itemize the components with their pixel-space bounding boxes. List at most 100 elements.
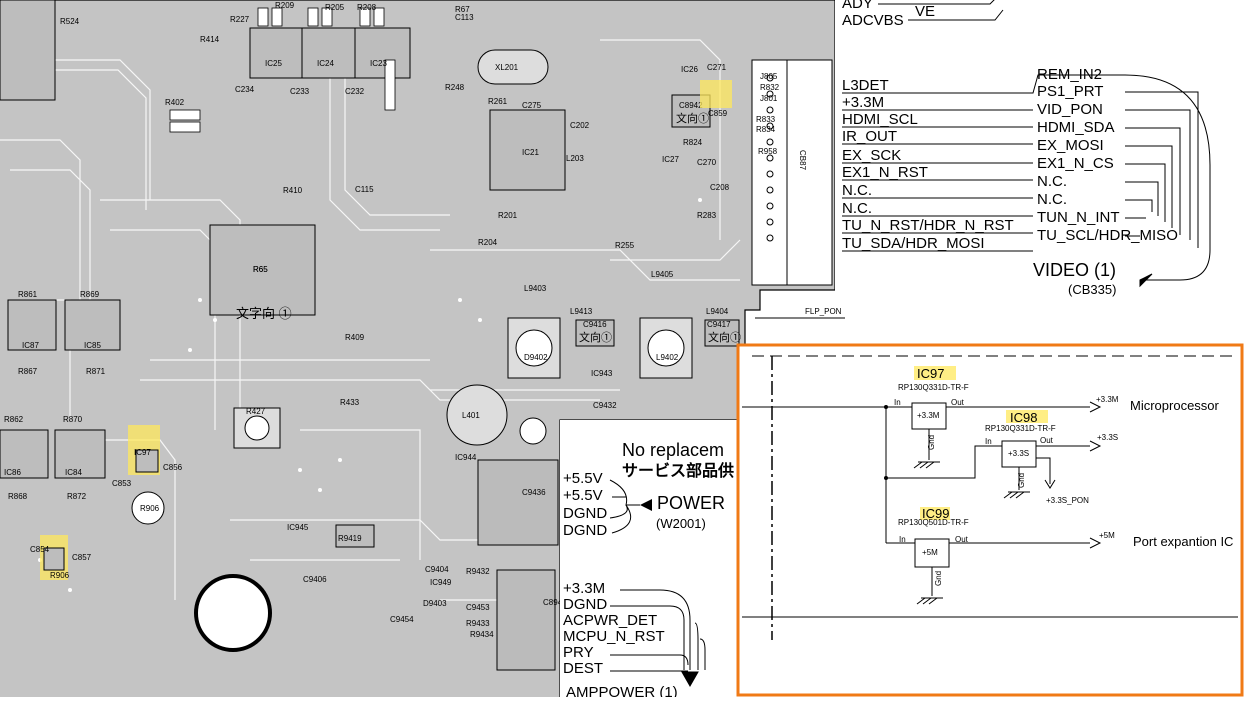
ref-label: R409: [345, 333, 365, 342]
ref-label: C9404: [425, 565, 449, 574]
right-signal-column: REM_IN2 PS1_PRT VID_PON HDMI_SDA EX_MOSI…: [1037, 66, 1178, 244]
ref-label: R227: [230, 15, 250, 24]
ic98-block: IC98 RP130Q331D-TR-F +3.3S In Out Gnd +3…: [985, 410, 1118, 505]
signal-label: EX_SCK: [842, 147, 901, 164]
ref-label: R65: [253, 265, 268, 274]
left-signal-column: L3DET +3.3M HDMI_SCL IR_OUT EX_SCK EX1_N…: [842, 77, 1014, 252]
signal-label: TU_N_RST/HDR_N_RST: [842, 217, 1014, 234]
ref-label: L9413: [570, 307, 593, 316]
pin-label: R958: [758, 147, 778, 156]
signal-label: HDMI_SDA: [1037, 119, 1115, 136]
ic-in: In: [894, 398, 901, 407]
ref-label: R414: [200, 35, 220, 44]
ref-label: IC25: [265, 59, 282, 68]
video-title: VIDEO (1): [1033, 260, 1116, 280]
ic-gnd: Gnd: [1017, 473, 1026, 488]
amp-dest-title: AMPPOWER (1): [566, 684, 678, 697]
ref-label: C859: [708, 109, 728, 118]
regulator-callout: IC97 RP130Q331D-TR-F +3.3M In Out Gnd +3…: [736, 343, 1244, 697]
ref-label: C233: [290, 87, 310, 96]
signal-label: N.C.: [842, 182, 872, 199]
ref-label: R906: [50, 571, 70, 580]
pin-label: R832: [760, 83, 780, 92]
ref-label: R209: [275, 1, 295, 10]
ref-label: IC87: [22, 341, 39, 350]
ref-label: L401: [462, 411, 480, 420]
signal-label: HDMI_SCL: [842, 111, 918, 128]
ref-label: C9406: [303, 575, 327, 584]
ref-label: R204: [478, 238, 498, 247]
pcb-board: [0, 0, 836, 697]
ref-label: C857: [72, 553, 92, 562]
ic-box: +3.3S: [1008, 449, 1029, 458]
signal-label: N.C.: [1037, 191, 1067, 208]
ref-label: C232: [345, 87, 365, 96]
ref-label: IC24: [317, 59, 334, 68]
ref-label: C854: [30, 545, 50, 554]
ref-label: C234: [235, 85, 255, 94]
ic-part: RP130Q331D-TR-F: [898, 383, 969, 392]
misc-label: 文向①: [676, 111, 709, 125]
ic-gnd: Gnd: [927, 435, 936, 450]
signal-label: EX1_N_CS: [1037, 155, 1114, 172]
ref-label: IC949: [430, 578, 452, 587]
power-note: No replacem: [622, 440, 724, 460]
ref-label: C208: [710, 183, 730, 192]
ref-label: IC84: [65, 468, 82, 477]
ref-label: R871: [86, 367, 106, 376]
top-left-components: R524 R227 R209 R205 R208 R67 C113 IC25 I…: [0, 0, 474, 133]
signal-label: PRY: [563, 644, 594, 661]
ref-label: D9403: [423, 599, 447, 608]
ref-label: L9405: [651, 270, 674, 279]
signal-label: TU_SDA/HDR_MOSI: [842, 235, 985, 252]
ref-label: C271: [707, 63, 727, 72]
signal-label: +3.3M: [563, 580, 605, 597]
signal-label: TUN_N_INT: [1037, 209, 1120, 226]
ic-pon: +3.3S_PON: [1046, 496, 1089, 505]
ref-label: R524: [60, 17, 80, 26]
ref-label: C9416: [583, 320, 607, 329]
signal-label: IR_OUT: [842, 128, 897, 145]
signal-label: MCPU_N_RST: [563, 628, 665, 645]
ref-label: C9436: [522, 488, 546, 497]
ref-label: R208: [357, 3, 377, 12]
pin-label: R834: [756, 125, 776, 134]
ref-label: IC27: [662, 155, 679, 164]
ref-label: C9454: [390, 615, 414, 624]
signal-label: +5.5V: [563, 470, 603, 487]
power-block: No replacem サービス部品供 +5.5V +5.5V DGND DGN…: [560, 420, 738, 701]
signal-label: VE: [915, 3, 935, 20]
misc-label: 文向①: [708, 330, 741, 344]
misc-label: 文字向 ①: [236, 306, 292, 321]
ref-label: R402: [165, 98, 185, 107]
signal-label: EX1_N_RST: [842, 164, 928, 181]
ref-label: D9402: [524, 353, 548, 362]
ref-label: R205: [325, 3, 345, 12]
ref-label: R433: [340, 398, 360, 407]
ref-label: IC86: [4, 468, 21, 477]
ic-rail: +3.3M: [1096, 395, 1119, 404]
signal-label: EX_MOSI: [1037, 137, 1104, 154]
ic-rail: +3.3S: [1097, 433, 1118, 442]
signal-label: ADY: [842, 0, 873, 12]
pin-label: J805: [760, 72, 778, 81]
video-ref: (CB335): [1068, 282, 1116, 297]
ic-gnd: Gnd: [934, 571, 943, 586]
ic-out: Out: [955, 535, 969, 544]
top-right-panel: CB87 J805 R832 J801 R833 R834 R958 ADY A…: [751, 0, 1244, 345]
ref-label: C9453: [466, 603, 490, 612]
pin-label: R833: [756, 115, 776, 124]
ref-label: R824: [683, 138, 703, 147]
ic-rail: +5M: [1099, 531, 1115, 540]
ic-name: IC97: [917, 366, 944, 381]
ic-target: Microprocessor: [1130, 398, 1220, 413]
ref-label: R869: [80, 290, 100, 299]
signal-label: N.C.: [842, 200, 872, 217]
ic-part: RP130Q331D-TR-F: [985, 424, 1056, 433]
ref-label: R65: [253, 265, 268, 274]
ref-label: C8947: [543, 598, 567, 607]
ic-part: RP130Q501D-TR-F: [898, 518, 969, 527]
ic-in: In: [985, 437, 992, 446]
